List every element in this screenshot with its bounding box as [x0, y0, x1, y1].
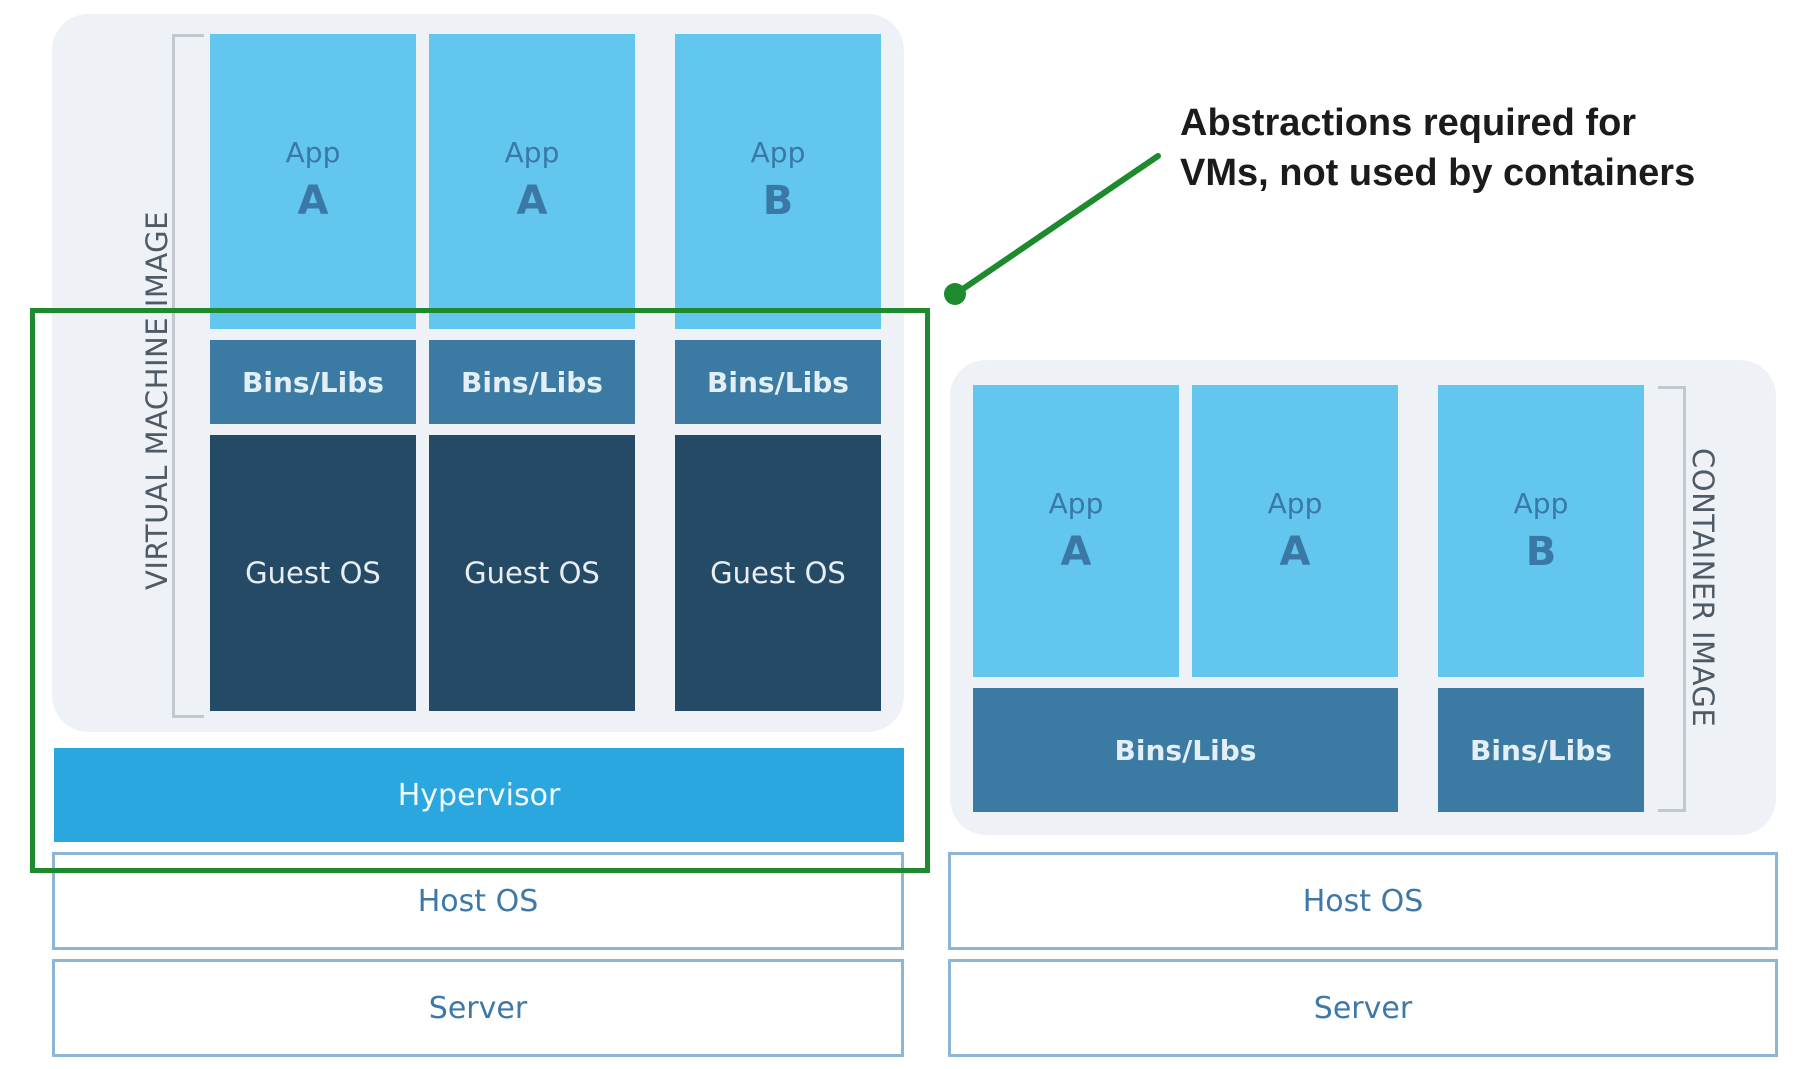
app-letter: A — [516, 178, 548, 224]
container-app-a-1: App A — [973, 385, 1179, 677]
app-letter: A — [297, 178, 329, 224]
annotation-line-1: Abstractions required for — [1180, 102, 1637, 144]
container-app-b: App B — [1438, 385, 1644, 677]
vm-app-a-1: App A — [210, 34, 416, 329]
container-bins-libs-shared: Bins/Libs — [973, 688, 1398, 812]
vm-image-bracket — [172, 34, 204, 718]
vm-server-layer: Server — [52, 959, 904, 1057]
annotation-line-2: VMs, not used by containers — [1180, 152, 1696, 194]
vm-bins-libs-1: Bins/Libs — [210, 340, 416, 424]
vm-bins-libs-2: Bins/Libs — [429, 340, 635, 424]
vm-app-a-2: App A — [429, 34, 635, 329]
container-app-a-2: App A — [1192, 385, 1398, 677]
container-server-layer: Server — [948, 959, 1778, 1057]
app-letter: B — [1525, 529, 1557, 575]
app-letter: B — [762, 178, 794, 224]
vm-guest-os-3: Guest OS — [675, 435, 881, 711]
vm-bins-libs-3: Bins/Libs — [675, 340, 881, 424]
vm-guest-os-2: Guest OS — [429, 435, 635, 711]
vm-abstractions-highlight — [30, 308, 930, 873]
app-word: App — [1048, 487, 1104, 520]
app-word: App — [750, 136, 806, 169]
app-word: App — [504, 136, 560, 169]
container-image-bracket — [1658, 386, 1686, 812]
hypervisor-layer: Hypervisor — [54, 748, 904, 842]
vm-guest-os-1: Guest OS — [210, 435, 416, 711]
app-word: App — [1267, 487, 1323, 520]
container-bins-libs-b: Bins/Libs — [1438, 688, 1644, 812]
container-host-os-layer: Host OS — [948, 852, 1778, 950]
app-letter: A — [1060, 529, 1092, 575]
app-word: App — [1513, 487, 1569, 520]
vm-app-b: App B — [675, 34, 881, 329]
container-image-label: CONTAINER IMAGE — [1686, 448, 1720, 728]
annotation-text: Abstractions required for VMs, not used … — [1180, 98, 1695, 198]
app-letter: A — [1279, 529, 1311, 575]
app-word: App — [285, 136, 341, 169]
